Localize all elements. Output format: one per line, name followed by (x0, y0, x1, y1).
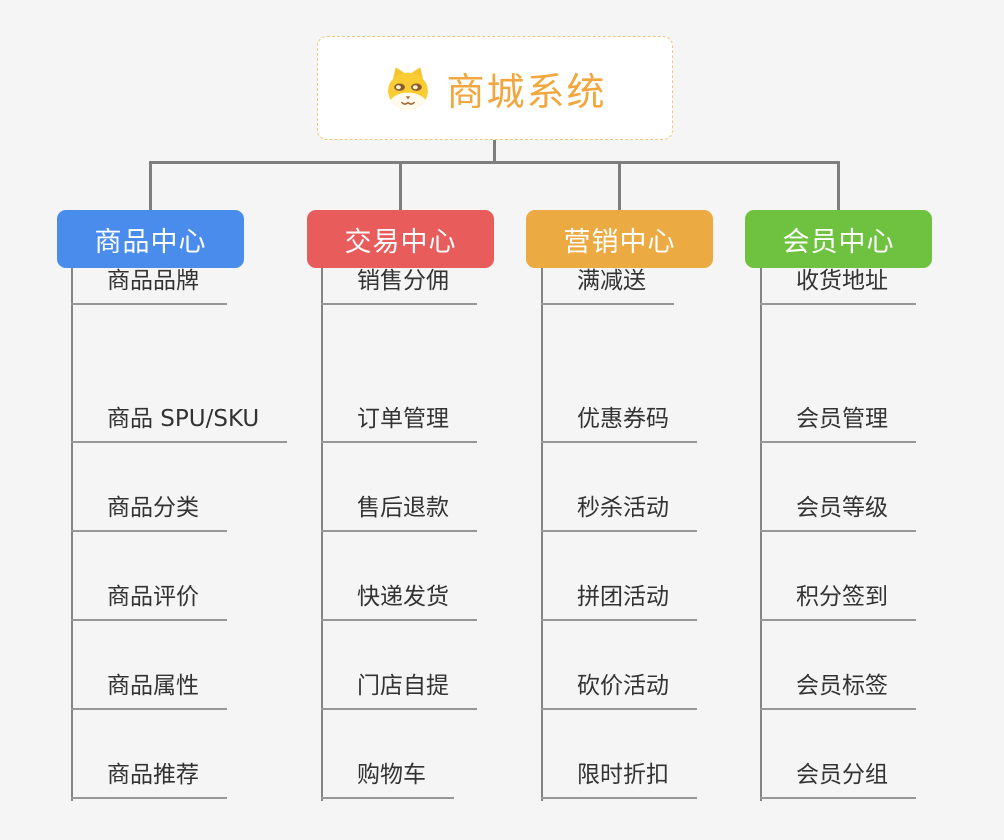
leaf-node[interactable]: 收货地址 (760, 268, 916, 305)
leaf-node[interactable]: 会员管理 (760, 406, 916, 443)
leaf-node[interactable]: 销售分佣 (321, 268, 477, 305)
connector-horizontal-bus (149, 161, 840, 164)
connector-drop-marketing (618, 161, 621, 210)
leaf-node[interactable]: 拼团活动 (541, 584, 697, 621)
branch-node-product-center[interactable]: 商品中心 (57, 210, 244, 268)
shiba-dog-icon (388, 67, 429, 110)
branch-node-marketing-center[interactable]: 营销中心 (526, 210, 713, 268)
leaf-node[interactable]: 积分签到 (760, 584, 916, 621)
connector-spine (321, 268, 323, 801)
connector-spine (760, 268, 762, 801)
leaf-node[interactable]: 秒杀活动 (541, 495, 697, 532)
leaf-node[interactable]: 售后退款 (321, 495, 477, 532)
connector-spine (71, 268, 73, 801)
branch-title: 交易中心 (344, 226, 457, 258)
branch-node-trade-center[interactable]: 交易中心 (307, 210, 494, 268)
leaf-node[interactable]: 限时折扣 (541, 762, 697, 799)
leaf-node[interactable]: 商品品牌 (71, 268, 227, 305)
leaf-node[interactable]: 会员分组 (760, 762, 916, 799)
leaf-node[interactable]: 满减送 (541, 268, 674, 305)
leaf-node[interactable]: 商品 SPU/SKU (71, 406, 288, 443)
leaf-node[interactable]: 购物车 (321, 762, 454, 799)
leaf-node[interactable]: 优惠券码 (541, 406, 697, 443)
leaf-node[interactable]: 商品推荐 (71, 762, 227, 799)
connector-drop-member (837, 161, 840, 210)
branch-node-member-center[interactable]: 会员中心 (745, 210, 932, 268)
connector-root-stem (493, 140, 496, 163)
leaf-node[interactable]: 会员等级 (760, 495, 916, 532)
leaf-node[interactable]: 会员标签 (760, 673, 916, 710)
root-title: 商城系统 (446, 69, 607, 114)
leaf-node[interactable]: 商品属性 (71, 673, 227, 710)
connector-drop-trade (399, 161, 402, 210)
leaf-node[interactable]: 商品评价 (71, 584, 227, 621)
connector-drop-product (149, 161, 152, 210)
leaf-node[interactable]: 快递发货 (321, 584, 477, 621)
connector-spine (541, 268, 543, 801)
branch-title: 营销中心 (563, 226, 676, 258)
branch-title: 会员中心 (782, 226, 895, 258)
branch-title: 商品中心 (94, 226, 207, 258)
leaf-node[interactable]: 订单管理 (321, 406, 477, 443)
root-node-mall-system[interactable]: 商城系统 (317, 36, 673, 140)
leaf-node[interactable]: 砍价活动 (541, 673, 697, 710)
leaf-node[interactable]: 门店自提 (321, 673, 477, 710)
leaf-node[interactable]: 商品分类 (71, 495, 227, 532)
